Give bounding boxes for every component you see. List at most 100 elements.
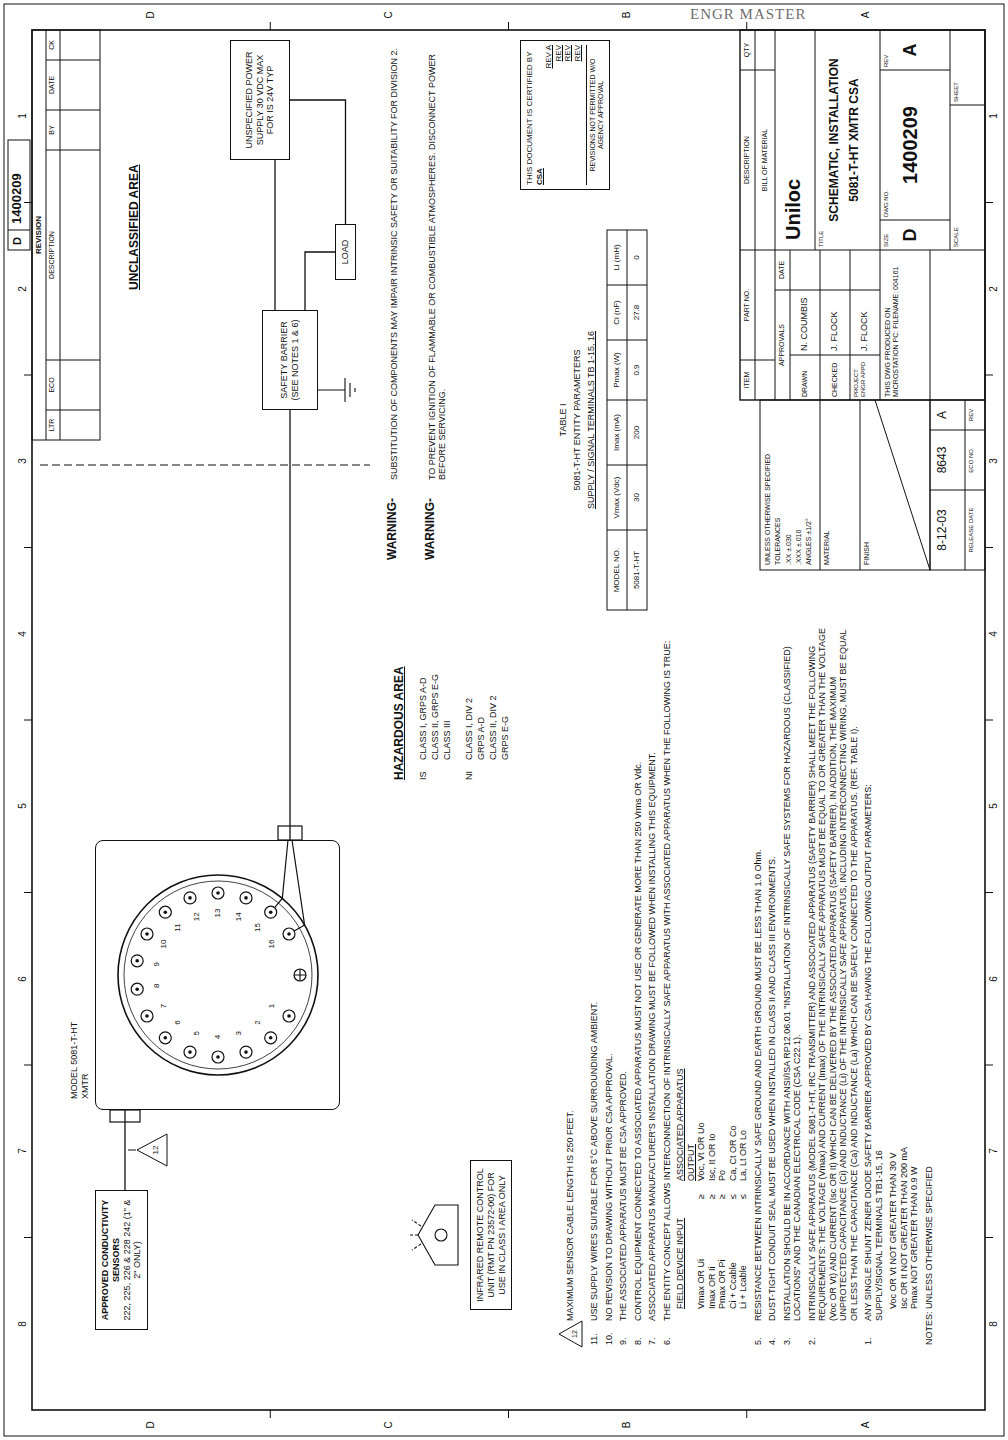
note-number-cell: 3.	[782, 1321, 803, 1345]
title-block-text: PROJECT ENGR APPD	[853, 357, 867, 397]
revision-block	[32, 30, 100, 440]
note-body: NO REVISION TO DRAWING WITHOUT PRIOR CSA…	[604, 625, 615, 1321]
warning-text: SUBSTITUTION OF COMPONENTS MAY IMPAIR IN…	[389, 40, 399, 480]
tolerance-text: ANGLES ±1/2°	[805, 518, 813, 565]
title-block	[740, 30, 985, 400]
title-block-text: APPROVALS	[778, 324, 786, 366]
zone-ticks	[24, 22, 993, 1418]
terminal-number: 14	[234, 912, 243, 921]
node-text: UNSPECIFIED POWER SUPPLY 30 VDC MAX FOR …	[244, 45, 276, 155]
table-cell: TABLE I	[558, 404, 568, 437]
tolerance-text: .XXX ±.010	[795, 530, 803, 565]
terminal-screws	[283, 928, 295, 940]
entity-table: FIELD DEVICE INPUTASSOCIATED APPARATUS O…	[675, 625, 749, 1309]
note-number-cell: 2.	[807, 1321, 860, 1345]
table-cell: 5081-T-HT	[632, 551, 641, 589]
note-row: 5.RESISTANCE BETWEEN INTRINSICALLY SAFE …	[753, 625, 764, 1345]
number-box	[8, 140, 30, 250]
terminal-screws	[141, 928, 153, 940]
title-block-text: 1400209	[899, 106, 922, 184]
zone-number: 7	[17, 1148, 29, 1154]
ground-symbol	[318, 378, 355, 402]
note-body: ANY SINGLE SHUNT ZENER DIODE SAFETY BARR…	[863, 625, 920, 1321]
note-body: RESISTANCE BETWEEN INTRINSICALLY SAFE GR…	[753, 625, 764, 1321]
title-block-text: A	[900, 44, 921, 57]
note-text: Imax OR Ii	[707, 1199, 718, 1309]
screw-heads	[135, 891, 290, 1059]
title-block-grid	[740, 30, 985, 570]
note-row: 1.ANY SINGLE SHUNT ZENER DIODE SAFETY BA…	[863, 625, 920, 1345]
wire-connector	[289, 410, 290, 840]
note-body: ASSOCIATED APPARATUS MANUFACTURER'S INST…	[647, 625, 658, 1321]
terminal-number: 8	[152, 984, 161, 988]
terminal-screws	[184, 892, 196, 904]
area-label: UNCLASSIFIED AREA	[128, 164, 142, 290]
note-body: MAXIMUM SENSOR CABLE LENGTH IS 250 FEET.	[565, 625, 585, 1321]
table-cell: 30	[632, 493, 641, 502]
note-text: 6.	[662, 1321, 673, 1345]
area-boundary	[40, 378, 370, 465]
note-text: 10.	[604, 1321, 615, 1345]
zone-letter: A	[860, 1422, 872, 1429]
note-number-cell: 11.	[589, 1321, 600, 1345]
table-cell: SUPPLY / SIGNAL TERMINALS TB 1-15, 16	[586, 331, 596, 509]
zone-number: 6	[17, 976, 29, 982]
title-block-text: ITEM	[743, 372, 751, 389]
tolerance-text: 8643	[936, 447, 950, 474]
note-text: 1.	[863, 1321, 874, 1345]
node-text: APPROVED CONDUCTIVITY SENSORS	[100, 1195, 122, 1325]
note-text: Isc OR It NOT GREATER THAN 200 mA	[899, 625, 910, 1309]
callout-triangle	[559, 1321, 582, 1347]
title-block-text: THIS DWG PRODUCED ON MICROSTATION PC: FI…	[884, 253, 900, 397]
zone-number: 1	[988, 113, 1000, 119]
transmitter-illustration	[110, 826, 318, 1122]
release-lines	[930, 400, 985, 570]
title-lines	[815, 30, 985, 250]
table-cell: Ci (nF)	[612, 300, 621, 324]
terminal-number: 6	[173, 1020, 182, 1024]
warning-text: WARNING-	[424, 498, 438, 560]
ground-cross	[294, 969, 306, 981]
note-text: DUST-TIGHT CONDUIT SEAL MUST BE USED WHE…	[767, 625, 778, 1321]
title-block-text: REV	[883, 55, 890, 67]
screw-heads	[216, 891, 220, 895]
note-number-cell: 8.	[633, 1321, 644, 1345]
tolerance-text: FINISH	[863, 542, 871, 565]
note-text: THE ENTITY CONCEPT ALLOWS INTERCONNECTIO…	[662, 625, 673, 1321]
terminal-number: 10	[159, 940, 168, 949]
note-number-cell: 5.	[753, 1321, 764, 1345]
note-text: NOTES: UNLESS OTHERWISE SPECIFIED	[924, 625, 935, 1345]
node-text: MODEL 5081-T-HT XMTR	[69, 1004, 91, 1099]
note-row: 2.INTRINSICALLY SAFE APPARATUS (MODEL 50…	[807, 625, 860, 1345]
table-cell: Li (mH)	[612, 244, 621, 270]
note-text: 9.	[618, 1321, 629, 1345]
note-text: USE SUPPLY WIRES SUITABLE FOR 5°C ABOVE …	[589, 625, 600, 1321]
revision-header: DESCRIPTION	[48, 231, 56, 279]
tolerance-lines	[820, 400, 930, 570]
terminal-screws	[265, 1032, 277, 1044]
infrared-rays	[408, 1220, 421, 1250]
leader-line	[128, 1150, 136, 1151]
note-text: Ci + Ccable	[728, 1199, 739, 1309]
note-text: 4.	[767, 1321, 778, 1345]
title-block-text: SIZE	[883, 234, 890, 247]
note-text: ≤	[728, 1181, 739, 1199]
revision-header: REVISION	[34, 216, 43, 254]
remote-box: INFRARED REMOTE CONTROL UNIT (RMT PN 235…	[470, 1160, 512, 1310]
note-body: CONTROL EQUIPMENT CONNECTED TO ASSOCIATE…	[633, 625, 644, 1321]
note-text: Li + Lcable	[738, 1199, 749, 1309]
wire-connector	[274, 160, 275, 310]
revision-header: DATE	[48, 76, 56, 94]
release-block	[930, 400, 985, 570]
remote-illustration	[408, 1205, 458, 1265]
screw-heads	[287, 932, 291, 936]
terminal-number: 9	[152, 962, 161, 966]
transmitter-housing: MODEL 5081-T-HT XMTR	[95, 840, 340, 1110]
table-cell: 27.8	[632, 305, 641, 321]
zone-number: 5	[988, 803, 1000, 809]
zone-number: 5	[17, 803, 29, 809]
screw-heads	[287, 1014, 291, 1018]
note-text: ASSOCIATED APPARATUS OUTPUT	[675, 1031, 696, 1181]
zone-number: 8	[17, 1321, 29, 1327]
